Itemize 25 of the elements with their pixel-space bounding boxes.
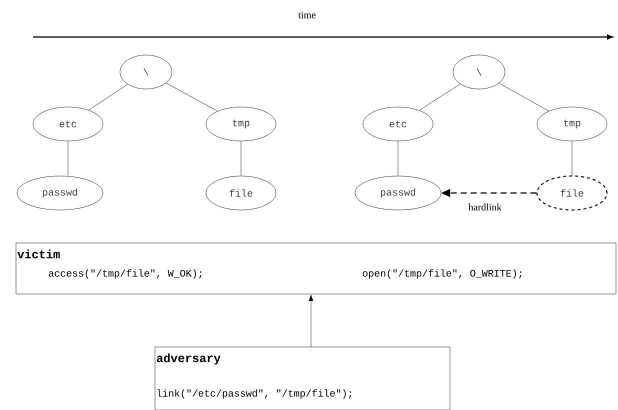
- connector: [88, 84, 128, 110]
- file-node: file: [536, 175, 608, 211]
- connector: [240, 141, 242, 176]
- file-node: \: [452, 54, 506, 90]
- file-node: \: [120, 54, 172, 90]
- file-node: etc: [32, 106, 104, 142]
- edge-label: hardlink: [468, 204, 502, 210]
- connector: [498, 82, 550, 112]
- connector: [166, 82, 218, 112]
- connector: [419, 84, 460, 111]
- process-title: victim: [17, 250, 60, 258]
- file-node: passwd: [16, 176, 104, 210]
- process-box: [16, 242, 616, 294]
- file-node: tmp: [536, 106, 608, 142]
- connector: [308, 294, 314, 348]
- file-node: tmp: [206, 106, 276, 142]
- process-title: adversary: [156, 353, 221, 365]
- file-node: passwd: [354, 176, 442, 210]
- code-line: link("/etc/passwd", "/tmp/file");: [158, 389, 352, 399]
- file-node: file: [206, 176, 276, 210]
- file-node: etc: [362, 106, 434, 142]
- code-line: open("/tmp/file", O_WRITE);: [362, 269, 522, 279]
- process-box: [154, 346, 450, 410]
- axis-label: time: [298, 12, 316, 18]
- code-line: access("/tmp/file", W_OK);: [48, 269, 202, 279]
